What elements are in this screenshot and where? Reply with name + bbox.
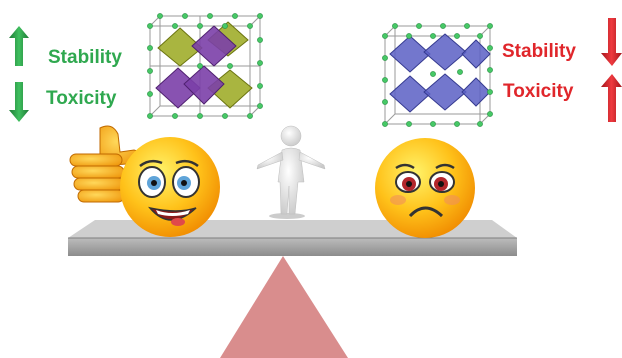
right-toxicity-up-arrow-icon	[601, 74, 622, 122]
right-stability-down-arrow-icon	[601, 18, 622, 66]
left-toxicity-label: Toxicity	[46, 88, 117, 109]
left-stability-up-arrow-icon	[9, 26, 29, 66]
left-toxicity-down-arrow-icon	[9, 82, 29, 122]
right-toxicity-label: Toxicity	[503, 81, 574, 102]
sad-emoji-icon	[375, 138, 475, 238]
right-crystal-structure-icon	[382, 23, 493, 127]
person-figure-icon	[256, 125, 326, 219]
right-stability-label: Stability	[502, 41, 576, 62]
left-stability-label: Stability	[48, 47, 122, 68]
happy-emoji-icon	[120, 137, 220, 237]
fulcrum-triangle	[220, 256, 348, 358]
left-crystal-structure-icon	[147, 13, 263, 119]
